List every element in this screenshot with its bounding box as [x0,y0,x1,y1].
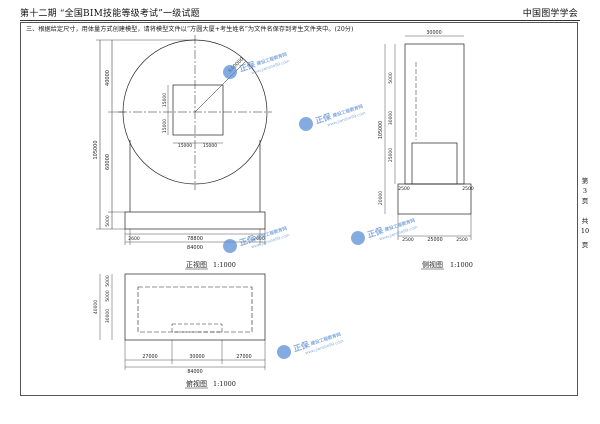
top-dim-bottom-a: 27000 [142,354,157,360]
front-dim-bottom-right: 2600 [253,236,265,242]
top-slot-dashed [171,323,223,333]
header-rule [20,20,580,21]
top-inner-dashed [137,286,253,333]
side-dim-mid-b: 25000 [388,148,394,162]
front-view: 105000 40000 60000 5000 R40000 15000 150… [93,35,272,270]
side-view-caption: 侧视图 [422,260,443,269]
top-outer [124,273,266,341]
top-dim-bottom-total: 84000 [187,369,202,375]
watermark: 正保 建设工程教育网 www.jianshe99.com [223,51,290,79]
top-dim-left-c: 30000 [105,309,111,323]
side-dim-inset-left: 2500 [398,186,410,192]
side-view-scale: 1:1000 [450,261,473,269]
page-number: 3 [582,187,588,195]
watermark-logo-icon [299,117,313,131]
side-dim-mid-a: 30000 [388,111,394,125]
watermark-logo-icon [351,231,365,245]
side-body [404,43,465,185]
watermark-logo-icon [277,345,291,359]
front-dim-window-width-a: 15000 [178,143,192,149]
watermark: 正保 建设工程教育网 www.jianshe99.com [299,103,366,131]
front-dim-bottom-middle: 78800 [187,236,203,242]
front-dim-left-lower: 60000 [105,154,111,170]
front-dim-left-total: 105000 [93,140,99,159]
side-dim-lower: 20000 [378,191,384,205]
front-dim-bottom-left: 2600 [128,236,140,242]
front-window [172,84,224,136]
page-label-gong: 共 [581,217,589,225]
top-dim-left-a: 5000 [105,275,111,287]
side-dim-top: 30000 [426,30,441,36]
side-lower-block [411,142,458,185]
front-view-caption: 正视图 [186,260,207,269]
side-dim-bottom-a: 2500 [402,237,414,243]
top-view: 5000 5000 30000 40000 27000 30000 27000 … [93,273,266,389]
side-dim-slot-height: 5000 [388,72,394,84]
front-dim-left-base: 5000 [105,215,111,227]
front-dim-bottom-total: 84000 [187,245,203,251]
front-dim-window-width-b: 15000 [203,143,217,149]
header-title: 第十二期 “全国BIM技能等级考试”一级试题 [20,9,200,19]
front-dim-left-upper: 40000 [105,70,111,86]
page-label-ye-total: 页 [581,241,589,249]
side-dim-bottom-b: 25000 [427,237,442,243]
drawing-frame [20,22,578,396]
top-view-caption: 俯视图 [186,379,207,388]
top-view-scale: 1:1000 [213,380,236,388]
front-view-scale: 1:1000 [213,261,236,269]
side-view: 30000 105000 5000 30000 25000 20000 2500… [378,30,474,270]
front-dim-window-height-2: 15000 [162,119,168,133]
front-base [124,211,266,230]
page-label-di: 第 [581,177,589,185]
front-radius-line [194,60,247,113]
top-dim-bottom-c: 27000 [236,354,251,360]
watermark-logo-icon [223,239,237,253]
watermark-logo-icon [223,65,237,79]
side-dim-bottom-c: 2500 [456,237,468,243]
top-dim-bottom-b: 30000 [189,354,204,360]
page-number-panel: 第 3 页 共 10 页 [578,22,592,396]
side-dim-inset-right: 2500 [462,186,474,192]
watermark: 正保 建设工程教育网 www.jianshe99.com [351,217,418,245]
front-dim-window-height: 15000 [162,93,168,107]
watermark: 正保 建设工程教育网 www.jianshe99.com [277,331,344,359]
page-label-ye: 页 [581,197,589,205]
top-dim-left-b: 5000 [105,290,111,302]
top-dim-left-total: 40000 [93,300,99,314]
page-total: 10 [580,227,590,235]
header-organization: 中国图学学会 [522,9,578,19]
side-dim-left-total: 105000 [378,121,384,139]
question-text: 三、根据给定尺寸，用体量方式创建模型，请将模型文件以“方圆大厦+考生姓名”为文件… [26,26,354,33]
